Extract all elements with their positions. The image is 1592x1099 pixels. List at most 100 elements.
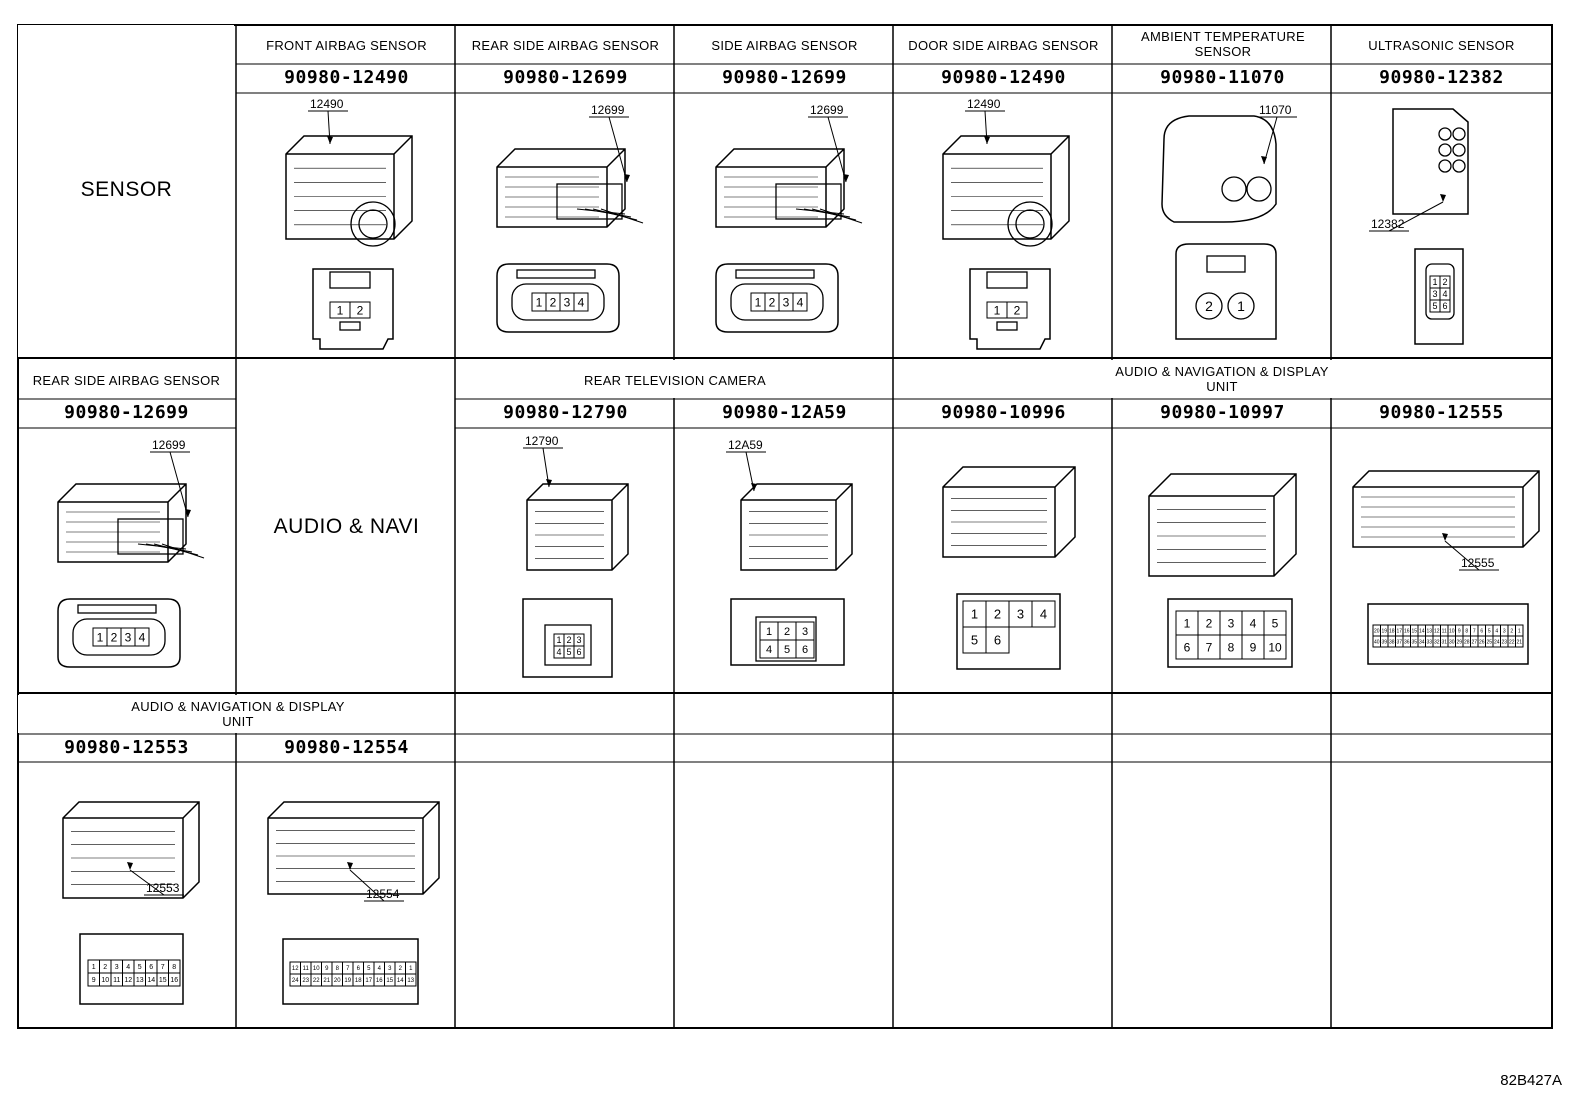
pin-number: 3 (802, 626, 808, 638)
pin-number: 25 (1486, 639, 1492, 645)
pin-number: 13 (136, 977, 144, 984)
pin-number: 3 (1432, 289, 1437, 299)
pin-number: 13 (1426, 628, 1432, 634)
pin-number: 5 (1432, 301, 1437, 311)
pin-number: 37 (1396, 639, 1402, 645)
pin-number: 18 (1389, 628, 1395, 634)
category-label: AUDIO & NAVIGATION & DISPLAY UNIT (1115, 364, 1329, 394)
pin-number: 7 (1473, 628, 1476, 634)
pin-number: 2 (1014, 303, 1021, 317)
pin-number: 3 (1228, 616, 1235, 630)
pin-number: 20 (334, 978, 341, 984)
pin-number: 4 (126, 964, 130, 971)
connector-callout: 12554 (366, 887, 400, 901)
pin-number: 3 (783, 295, 790, 309)
pin-number: 6 (576, 647, 581, 657)
pin-number: 16 (1404, 628, 1410, 634)
part-number: 90980-12699 (64, 402, 189, 423)
pin-number: 4 (578, 295, 585, 309)
pin-number: 2 (566, 635, 571, 645)
pin-number: 2 (399, 966, 403, 972)
category-label: ULTRASONIC SENSOR (1368, 38, 1515, 53)
group-label-audio-navi: AUDIO & NAVI (273, 515, 420, 538)
figure-code: 82B427A (1500, 1072, 1562, 1089)
pin-number: 23 (1501, 639, 1507, 645)
pin-number: 3 (125, 630, 132, 644)
pin-number: 4 (139, 630, 146, 644)
pin-number: 9 (325, 966, 329, 972)
pin-number: 22 (1509, 639, 1515, 645)
category-label: FRONT AIRBAG SENSOR (266, 38, 427, 53)
pin-number: 4 (556, 647, 561, 657)
pin-number: 5 (1488, 628, 1491, 634)
pin-number: 1 (92, 964, 96, 971)
connector-callout: 12A59 (728, 438, 763, 452)
pin-number: 1 (971, 607, 978, 622)
part-number: 90980-12699 (722, 67, 847, 88)
connector-callout: 12382 (1371, 217, 1405, 231)
pin-number: 3 (576, 635, 581, 645)
pin-number: 12 (1434, 628, 1440, 634)
pin-number: 7 (161, 964, 165, 971)
pin-number: 5 (138, 964, 142, 971)
pin-number: 2 (1510, 628, 1513, 634)
pin-number: 23 (302, 978, 309, 984)
category-label: REAR SIDE AIRBAG SENSOR (32, 373, 221, 388)
pin-number: 22 (313, 978, 320, 984)
pin-number: 1 (337, 303, 344, 317)
pin-number: 3 (564, 295, 571, 309)
pin-number: 38 (1389, 639, 1395, 645)
pin-number: 14 (397, 978, 404, 984)
pin-number: 16 (170, 977, 178, 984)
pin-number: 19 (1381, 628, 1387, 634)
pin-number: 5 (1272, 616, 1279, 630)
connector-callout: 12555 (1461, 556, 1495, 570)
pin-number: 20 (1374, 628, 1380, 634)
pin-number: 6 (149, 964, 153, 971)
part-number: 90980-11070 (1160, 67, 1285, 88)
pin-number: 19 (344, 978, 351, 984)
pin-number: 9 (92, 977, 96, 984)
pin-number: 4 (1250, 616, 1257, 630)
pin-number: 5 (784, 644, 790, 656)
pin-number: 10 (1449, 628, 1455, 634)
pin-number: 35 (1411, 639, 1417, 645)
pin-number: 6 (1480, 628, 1483, 634)
pin-number: 6 (357, 966, 361, 972)
pin-number: 4 (766, 644, 772, 656)
pin-number: 29 (1456, 639, 1462, 645)
pin-number: 6 (994, 633, 1001, 648)
connector-callout: 11070 (1259, 103, 1292, 117)
pin-number: 24 (292, 978, 299, 984)
pin-number: 34 (1419, 639, 1425, 645)
pin-number: 5 (971, 633, 978, 648)
pin-number: 5 (566, 647, 571, 657)
connector-callout: 12553 (146, 881, 180, 895)
pin-number: 3 (388, 966, 392, 972)
part-number: 90980-12554 (284, 737, 409, 758)
pin-number: 2 (1205, 298, 1213, 314)
part-number: 90980-10996 (941, 402, 1066, 423)
pin-number: 1 (766, 626, 772, 638)
pin-number: 32 (1434, 639, 1440, 645)
connector-callout: 12490 (310, 97, 344, 111)
pin-number: 26 (1479, 639, 1485, 645)
pin-number: 31 (1441, 639, 1447, 645)
pin-number: 2 (111, 630, 118, 644)
pin-number: 27 (1471, 639, 1477, 645)
pin-number: 14 (1419, 628, 1425, 634)
